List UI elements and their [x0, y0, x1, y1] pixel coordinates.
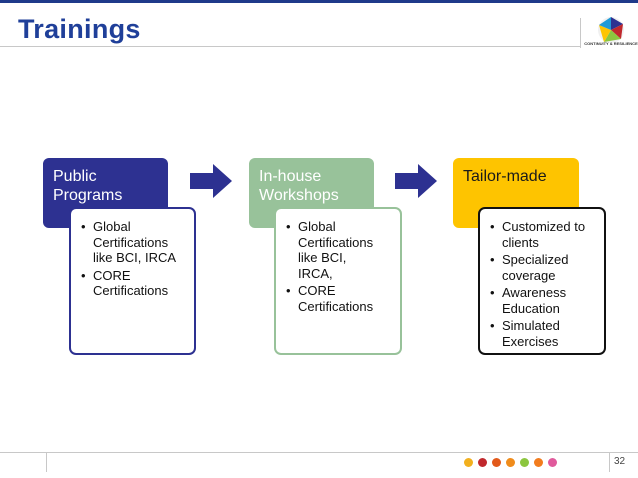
header-line: Tailor-made — [463, 168, 547, 185]
item-line: Awareness — [502, 285, 567, 300]
list-item: Customized to clients — [488, 219, 596, 250]
item-line: Certifications — [93, 283, 169, 298]
item-line: Certifications — [93, 234, 169, 250]
item-line: like BCI, — [298, 250, 347, 265]
card-tailor-made: Customized to clients Specialized covera… — [478, 207, 606, 355]
footer-divider-right — [609, 452, 610, 472]
footer-dot-icon — [464, 458, 473, 467]
card-public-programs: Global Certifications like BCI, IRCA COR… — [69, 207, 196, 355]
footer-dot-icon — [506, 458, 515, 467]
top-rule — [0, 0, 638, 3]
item-line: Certifications — [298, 298, 374, 314]
list-item: CORE Certifications — [284, 283, 392, 314]
page-number: 32 — [614, 456, 626, 467]
item-line: CORE — [298, 283, 336, 298]
card-inhouse-workshops: Global Certifications like BCI, IRCA, CO… — [274, 207, 402, 355]
item-line: Global — [93, 219, 131, 234]
list-item: Specialized coverage — [488, 252, 596, 283]
item-line: Specialized — [502, 252, 569, 267]
footer-dot-icon — [520, 458, 529, 467]
logo-divider — [580, 18, 581, 48]
item-line: IRCA, — [298, 265, 333, 281]
item-line: Exercises — [502, 333, 559, 349]
item-line: like BCI, IRCA — [93, 250, 177, 265]
item-line: Simulated — [502, 318, 560, 333]
title-rule — [0, 46, 580, 47]
footer-dot-icon — [492, 458, 501, 467]
footer-dot-icon — [478, 458, 487, 467]
header-line: Programs — [53, 187, 123, 204]
footer-dot-icon — [534, 458, 543, 467]
list-item: Simulated Exercises — [488, 318, 596, 349]
list-item: Awareness Education — [488, 285, 596, 316]
list-item: CORE Certifications — [79, 268, 186, 299]
list-item: Global Certifications like BCI, IRCA — [79, 219, 186, 266]
company-logo-icon — [598, 17, 624, 43]
slide-title: Trainings — [18, 14, 141, 44]
item-line: coverage — [502, 267, 556, 283]
footer-divider-left — [46, 452, 47, 472]
arrow-right-icon — [395, 164, 437, 198]
footer-dot-icon — [548, 458, 557, 467]
item-line: Education — [502, 300, 560, 316]
item-line: Certifications — [298, 234, 374, 250]
bottom-rule — [0, 452, 638, 453]
item-line: Customized to — [502, 219, 586, 234]
item-line: Global — [298, 219, 336, 234]
header-line: Public — [53, 168, 97, 185]
header-line: In-house — [259, 168, 322, 185]
list-item: Global Certifications like BCI, IRCA, — [284, 219, 392, 281]
item-line: CORE — [93, 267, 131, 283]
arrow-right-icon — [190, 164, 232, 198]
header-line: Workshops — [259, 187, 339, 204]
item-line: clients — [502, 234, 539, 250]
footer-dots — [464, 458, 557, 467]
logo-text: CONTINUITY & RESILIENCE — [584, 41, 638, 46]
